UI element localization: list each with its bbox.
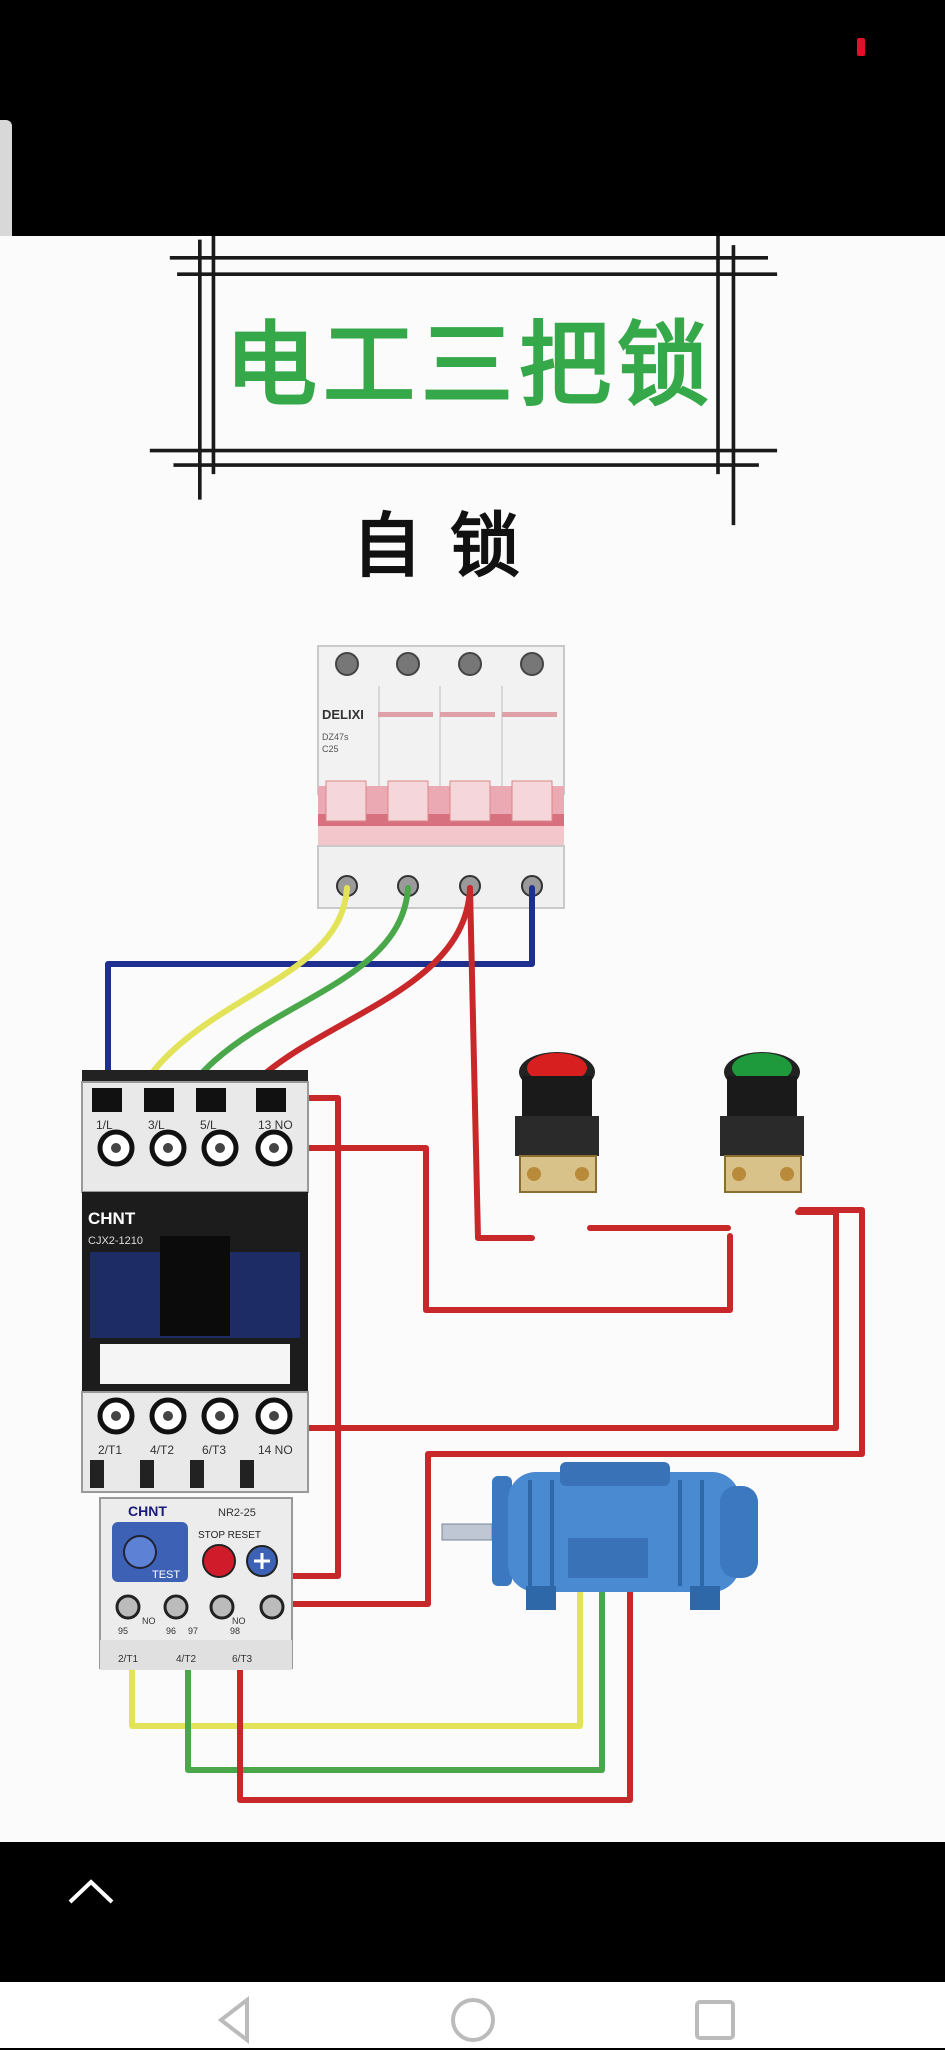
relay-terminal-2: 2/T1 <box>118 1654 138 1665</box>
status-bar <box>0 0 945 236</box>
recording-indicator-icon <box>857 38 865 56</box>
wire-red-motor <box>237 1563 633 1803</box>
motor <box>441 1462 758 1610</box>
relay-terminal-4: 4/T2 <box>176 1654 196 1665</box>
relay-test: TEST <box>152 1569 180 1581</box>
wire-green-motor <box>185 1563 605 1773</box>
start-button <box>720 1052 804 1193</box>
relay-contact-97: 97 <box>188 1626 198 1636</box>
contactor-model: CJX2-1210 <box>88 1235 143 1247</box>
wire-red-aux <box>271 1095 341 1579</box>
circuit-breaker: DELIXI DZ47s C25 <box>317 645 565 909</box>
contactor-terminal-14: 14 NO <box>258 1443 293 1457</box>
contactor-terminal-5: 5/L <box>200 1118 217 1132</box>
relay-contact-no-2: NO <box>232 1616 246 1626</box>
relay-contact-96: 96 <box>166 1626 176 1636</box>
contactor-terminal-3: 3/L <box>148 1118 165 1132</box>
subtitle: 自锁 <box>352 505 548 587</box>
relay-brand: CHNT <box>128 1503 167 1519</box>
overload-relay: CHNT NR2-25 TEST STOP RESET 95 NO 96 97 … <box>99 1497 293 1670</box>
back-icon[interactable] <box>205 1990 265 2050</box>
main-title: 电工三把锁 <box>224 312 715 419</box>
relay-stop-reset: STOP RESET <box>198 1530 261 1541</box>
navigation-bar <box>0 1982 945 2048</box>
stop-button <box>515 1052 599 1193</box>
contactor-terminal-6: 6/T3 <box>202 1443 226 1457</box>
home-icon[interactable] <box>443 1990 503 2050</box>
bottom-toolbar <box>0 1842 945 1982</box>
contactor-terminal-1: 1/L <box>96 1118 113 1132</box>
breaker-brand: DELIXI <box>322 707 364 722</box>
chevron-up-icon[interactable] <box>64 1870 118 1910</box>
wiring-diagram: DELIXI DZ47s C25 <box>81 645 865 1803</box>
breaker-rating: C25 <box>322 744 339 754</box>
wire-yellow-motor <box>129 1563 583 1729</box>
breaker-model: DZ47s <box>322 732 349 742</box>
wire-red-coil <box>219 1207 865 1607</box>
wire-red-start-return <box>271 1209 839 1431</box>
wire-red-to-stop <box>467 885 535 1241</box>
contactor-terminal-4: 4/T2 <box>150 1443 174 1457</box>
relay-terminal-6: 6/T3 <box>232 1654 252 1665</box>
wire-red-13no <box>269 1145 733 1313</box>
relay-contact-no: NO <box>142 1616 156 1626</box>
relay-contact-98: 98 <box>230 1626 240 1636</box>
relay-model: NR2-25 <box>218 1507 256 1519</box>
contactor-terminal-13: 13 NO <box>258 1118 293 1132</box>
relay-contact-95: 95 <box>118 1626 128 1636</box>
title-frame <box>149 236 778 526</box>
contactor-brand: CHNT <box>88 1209 136 1228</box>
contactor-terminal-2: 2/T1 <box>98 1443 122 1457</box>
recent-apps-icon[interactable] <box>685 1990 745 2050</box>
contactor: 1/L 3/L 5/L 13 NO CHNT CJX2-1210 2/T1 4/… <box>81 1070 309 1493</box>
diagram-image: 电工三把锁 自锁 DELIXI DZ47s C25 <box>0 236 945 1842</box>
wire-blue <box>105 885 535 1107</box>
